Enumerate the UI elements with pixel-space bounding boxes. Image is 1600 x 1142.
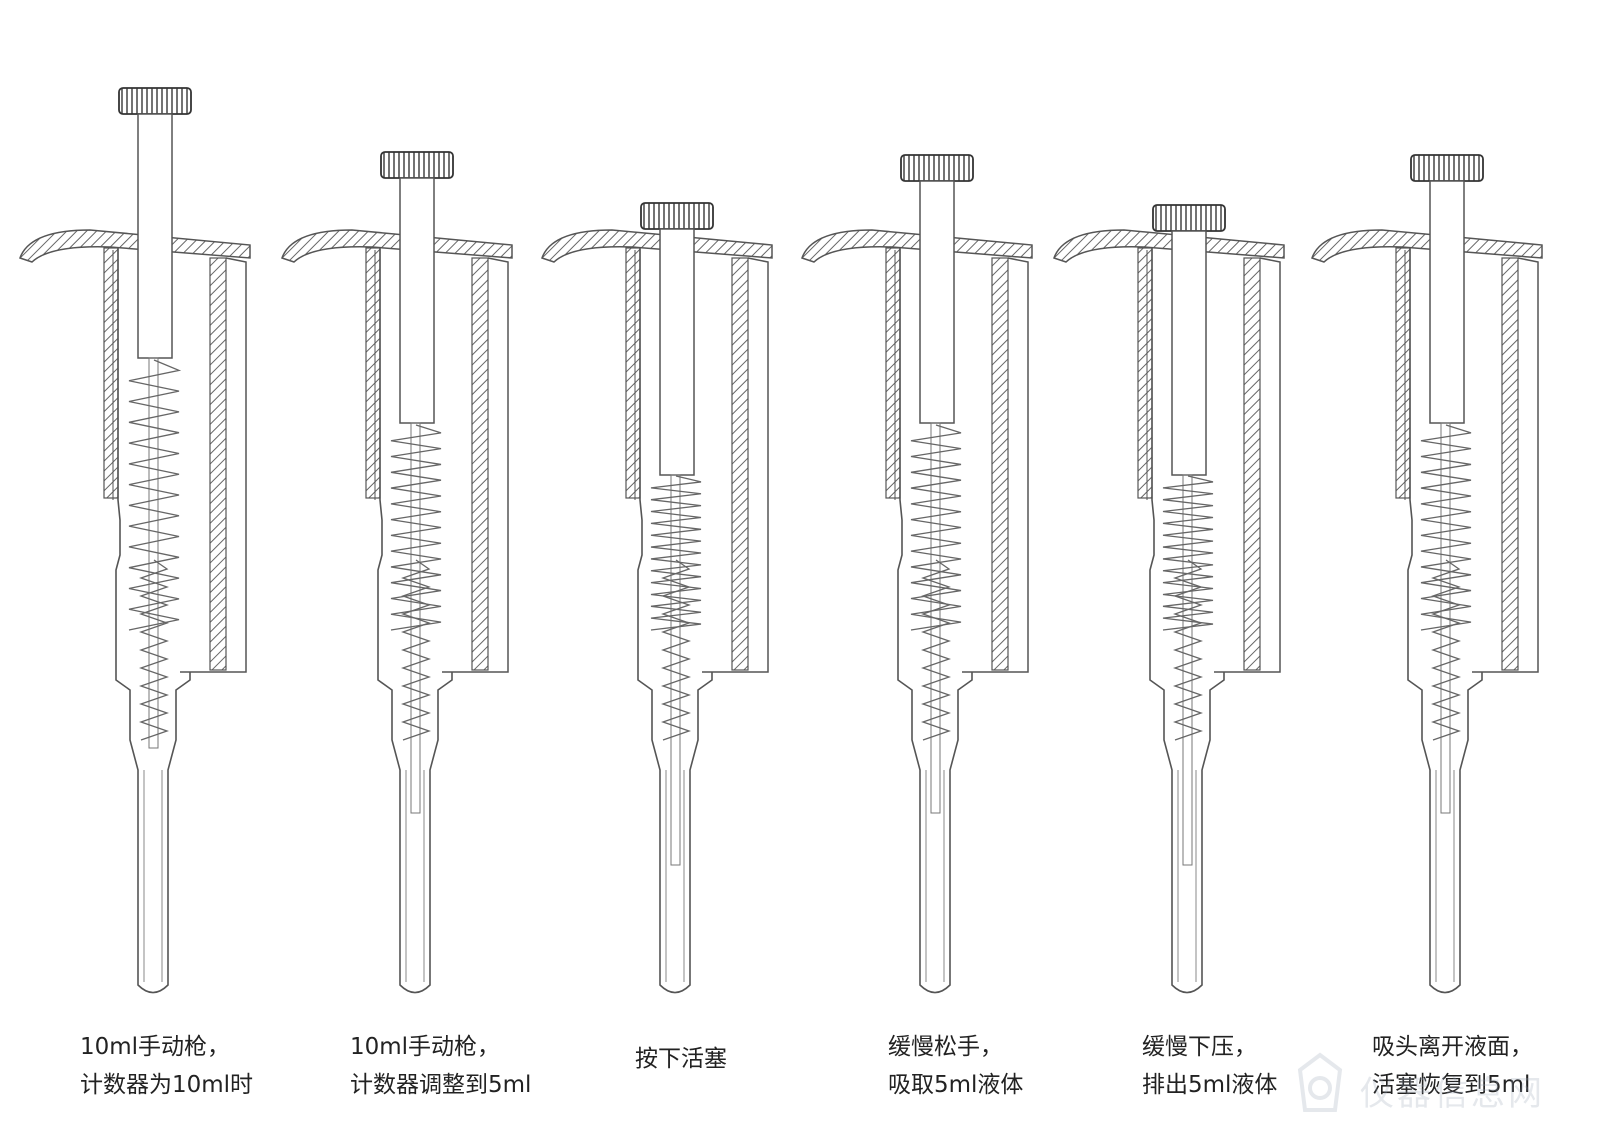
body-left-wall (1137, 247, 1153, 499)
barrel-outline (897, 248, 973, 994)
caption-line: 吸头离开液面， (1372, 1034, 1533, 1060)
plunger-rod (919, 180, 955, 424)
watermark-logo-icon (1297, 1052, 1343, 1112)
pipette-3 (541, 202, 773, 994)
plunger-knob (380, 151, 454, 179)
piston-shaft (670, 474, 681, 866)
caption-4: 缓慢松手， 吸取5ml液体 (888, 1028, 1023, 1104)
body-right-wall (1501, 257, 1519, 671)
caption-line: 计数器调整到5ml (350, 1072, 532, 1098)
caption-line: 排出5ml液体 (1142, 1072, 1278, 1098)
barrel-outline (637, 248, 713, 994)
pipette-1 (19, 87, 251, 994)
caption-line: 10ml手动枪， (80, 1034, 231, 1060)
caption-line: 按下活塞 (635, 1046, 727, 1072)
caption-line: 活塞恢复到5ml (1372, 1072, 1531, 1098)
body-left-wall (625, 247, 641, 499)
watermark: 仪器信息网 (1290, 1050, 1590, 1130)
plunger-knob (1410, 154, 1484, 182)
finger-hook (281, 229, 513, 263)
barrel-outline (115, 248, 191, 994)
pipette-4 (801, 154, 1033, 994)
body-left-wall (103, 247, 119, 499)
body-left-wall (365, 247, 381, 499)
caption-line: 缓慢松手， (888, 1034, 1003, 1060)
plunger-rod (137, 113, 173, 359)
caption-2: 10ml手动枪， 计数器调整到5ml (350, 1028, 531, 1104)
plunger-knob (118, 87, 192, 115)
plunger-rod (399, 177, 435, 424)
finger-hook (541, 229, 773, 263)
body-right-wall (991, 257, 1009, 671)
caption-5: 缓慢下压， 排出5ml液体 (1142, 1028, 1277, 1104)
finger-hook (1311, 229, 1543, 263)
body-left-wall (885, 247, 901, 499)
barrel-outline (377, 248, 453, 994)
caption-3: 按下活塞 (635, 1040, 727, 1078)
body-right-wall (471, 257, 489, 671)
pipette-5 (1053, 204, 1285, 994)
piston-shaft (1182, 474, 1193, 866)
body-right-wall (731, 257, 749, 671)
plunger-rod (1429, 180, 1465, 424)
plunger-rod (659, 228, 695, 476)
body-right-wall (1243, 257, 1261, 671)
finger-hook (801, 229, 1033, 263)
pipette-2 (281, 151, 513, 994)
plunger-knob (900, 154, 974, 182)
caption-line: 10ml手动枪， (350, 1034, 501, 1060)
pipette-6 (1311, 154, 1543, 994)
caption-6: 吸头离开液面， 活塞恢复到5ml (1372, 1028, 1533, 1104)
watermark-text: 仪器信息网 (1360, 1074, 1545, 1114)
plunger-knob (640, 202, 714, 230)
barrel-outline (1407, 248, 1483, 994)
body-right-wall (209, 257, 227, 671)
finger-hook (1053, 229, 1285, 263)
plunger-rod (1171, 230, 1207, 476)
caption-line: 缓慢下压， (1142, 1034, 1257, 1060)
caption-1: 10ml手动枪， 计数器为10ml时 (80, 1028, 253, 1104)
caption-line: 计数器为10ml时 (80, 1072, 254, 1098)
barrel-outline (1149, 248, 1225, 994)
caption-line: 吸取5ml液体 (888, 1072, 1024, 1098)
body-left-wall (1395, 247, 1411, 499)
plunger-knob (1152, 204, 1226, 232)
finger-hook (19, 229, 251, 263)
